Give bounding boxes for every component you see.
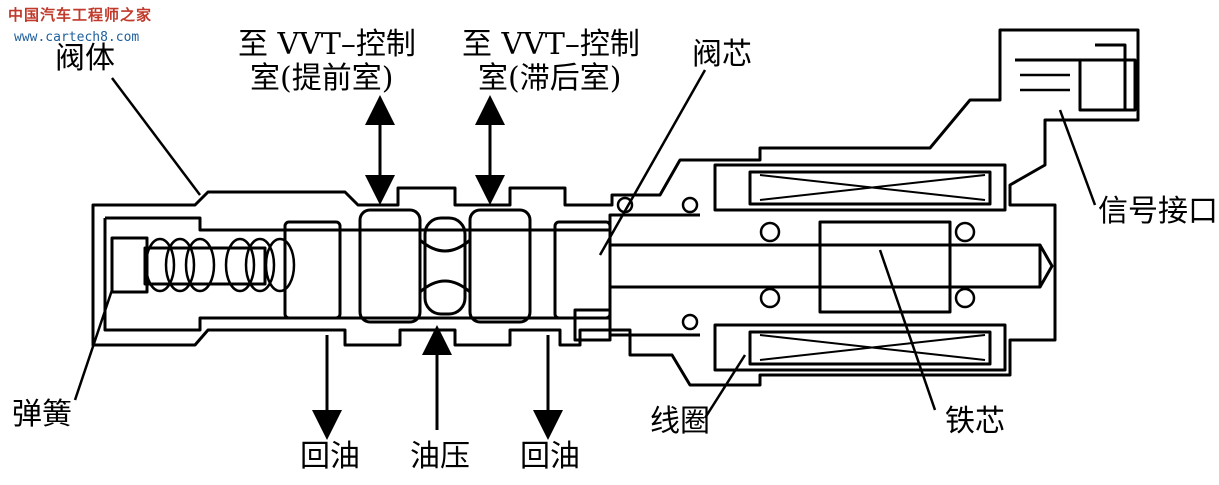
spool-neck [419, 238, 471, 294]
label-coil: 线圈 [650, 404, 710, 439]
signal-connector [1015, 43, 1137, 112]
label-iron-core: 铁芯 [945, 404, 1005, 439]
spool-center [423, 216, 467, 316]
coil-housing-bottom [713, 323, 1007, 372]
watermark-url: www.cartech8.com [14, 30, 140, 45]
drain-port-box [573, 308, 612, 342]
label-to-retard-line1: 至 VVT–控制 [462, 27, 640, 62]
valve-body-outline [91, 28, 1140, 387]
label-valve-body: 阀体 [55, 41, 115, 76]
label-return-oil-right: 回油 [520, 439, 580, 474]
leader-lines [73, 69, 1097, 419]
coil-winding-bottom [748, 330, 992, 366]
coil-housing-top [713, 163, 1007, 212]
label-to-retard-line2: 室(滞后室) [478, 61, 622, 96]
label-return-oil-left: 回油 [300, 439, 360, 474]
label-spool: 阀芯 [692, 37, 752, 72]
label-to-advance-line2: 室(提前室) [250, 61, 394, 96]
label-oil-pressure: 油压 [410, 439, 470, 474]
spring-seat [110, 236, 149, 294]
bearing-balls [616, 196, 976, 331]
spool-rod [143, 246, 267, 286]
shaft-tip [1038, 244, 1054, 288]
watermark-site-name: 中国汽车工程师之家 [8, 6, 153, 24]
plunger-shaft [608, 243, 1042, 289]
coil-winding-top [748, 170, 992, 206]
iron-core-block [818, 220, 952, 314]
label-spring: 弹簧 [12, 397, 72, 432]
label-signal-port: 信号接口 [1098, 194, 1218, 229]
spool-lands [283, 208, 612, 324]
label-to-advance-line1: 至 VVT–控制 [238, 27, 416, 62]
